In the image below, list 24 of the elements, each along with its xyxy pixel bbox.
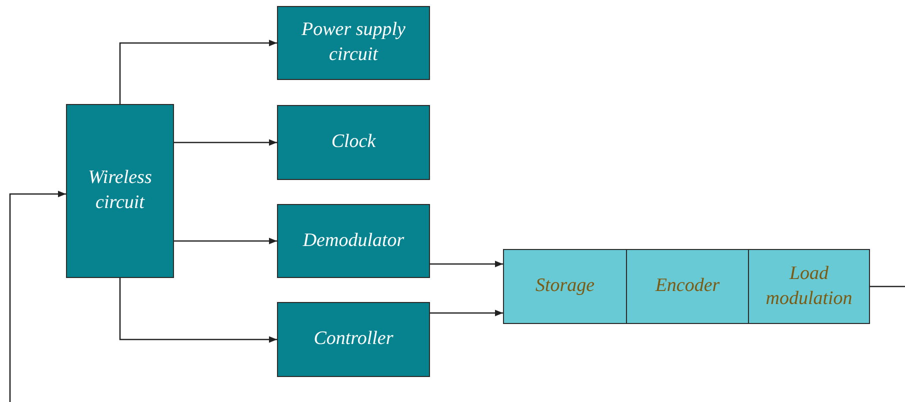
arrow: [9, 190, 66, 402]
arrow: [430, 260, 503, 268]
encoder-block: [626, 249, 749, 324]
arrow: [174, 139, 277, 146]
arrow: [174, 238, 277, 244]
demodulator-block: [277, 204, 430, 278]
block-label: Controller: [312, 327, 394, 352]
block-label: Power supply circuit: [300, 18, 406, 67]
circuit-block: [277, 6, 430, 80]
arrow: [119, 278, 277, 343]
block-label: Load modulation: [764, 262, 854, 310]
storage-block: [503, 249, 627, 324]
block-label: Storage: [534, 274, 596, 298]
arrow: [430, 310, 503, 316]
block-label: Clock: [330, 130, 377, 154]
connector-line: [870, 286, 905, 288]
clock-block: [277, 105, 430, 180]
block-label: Encoder: [654, 274, 721, 298]
arrow: [119, 40, 277, 104]
circuit-block: [66, 104, 174, 278]
modulation-block: [748, 249, 870, 324]
block-label: Demodulator: [302, 228, 406, 253]
controller-block: [277, 302, 430, 377]
block-label: Wireless circuit: [87, 166, 153, 215]
